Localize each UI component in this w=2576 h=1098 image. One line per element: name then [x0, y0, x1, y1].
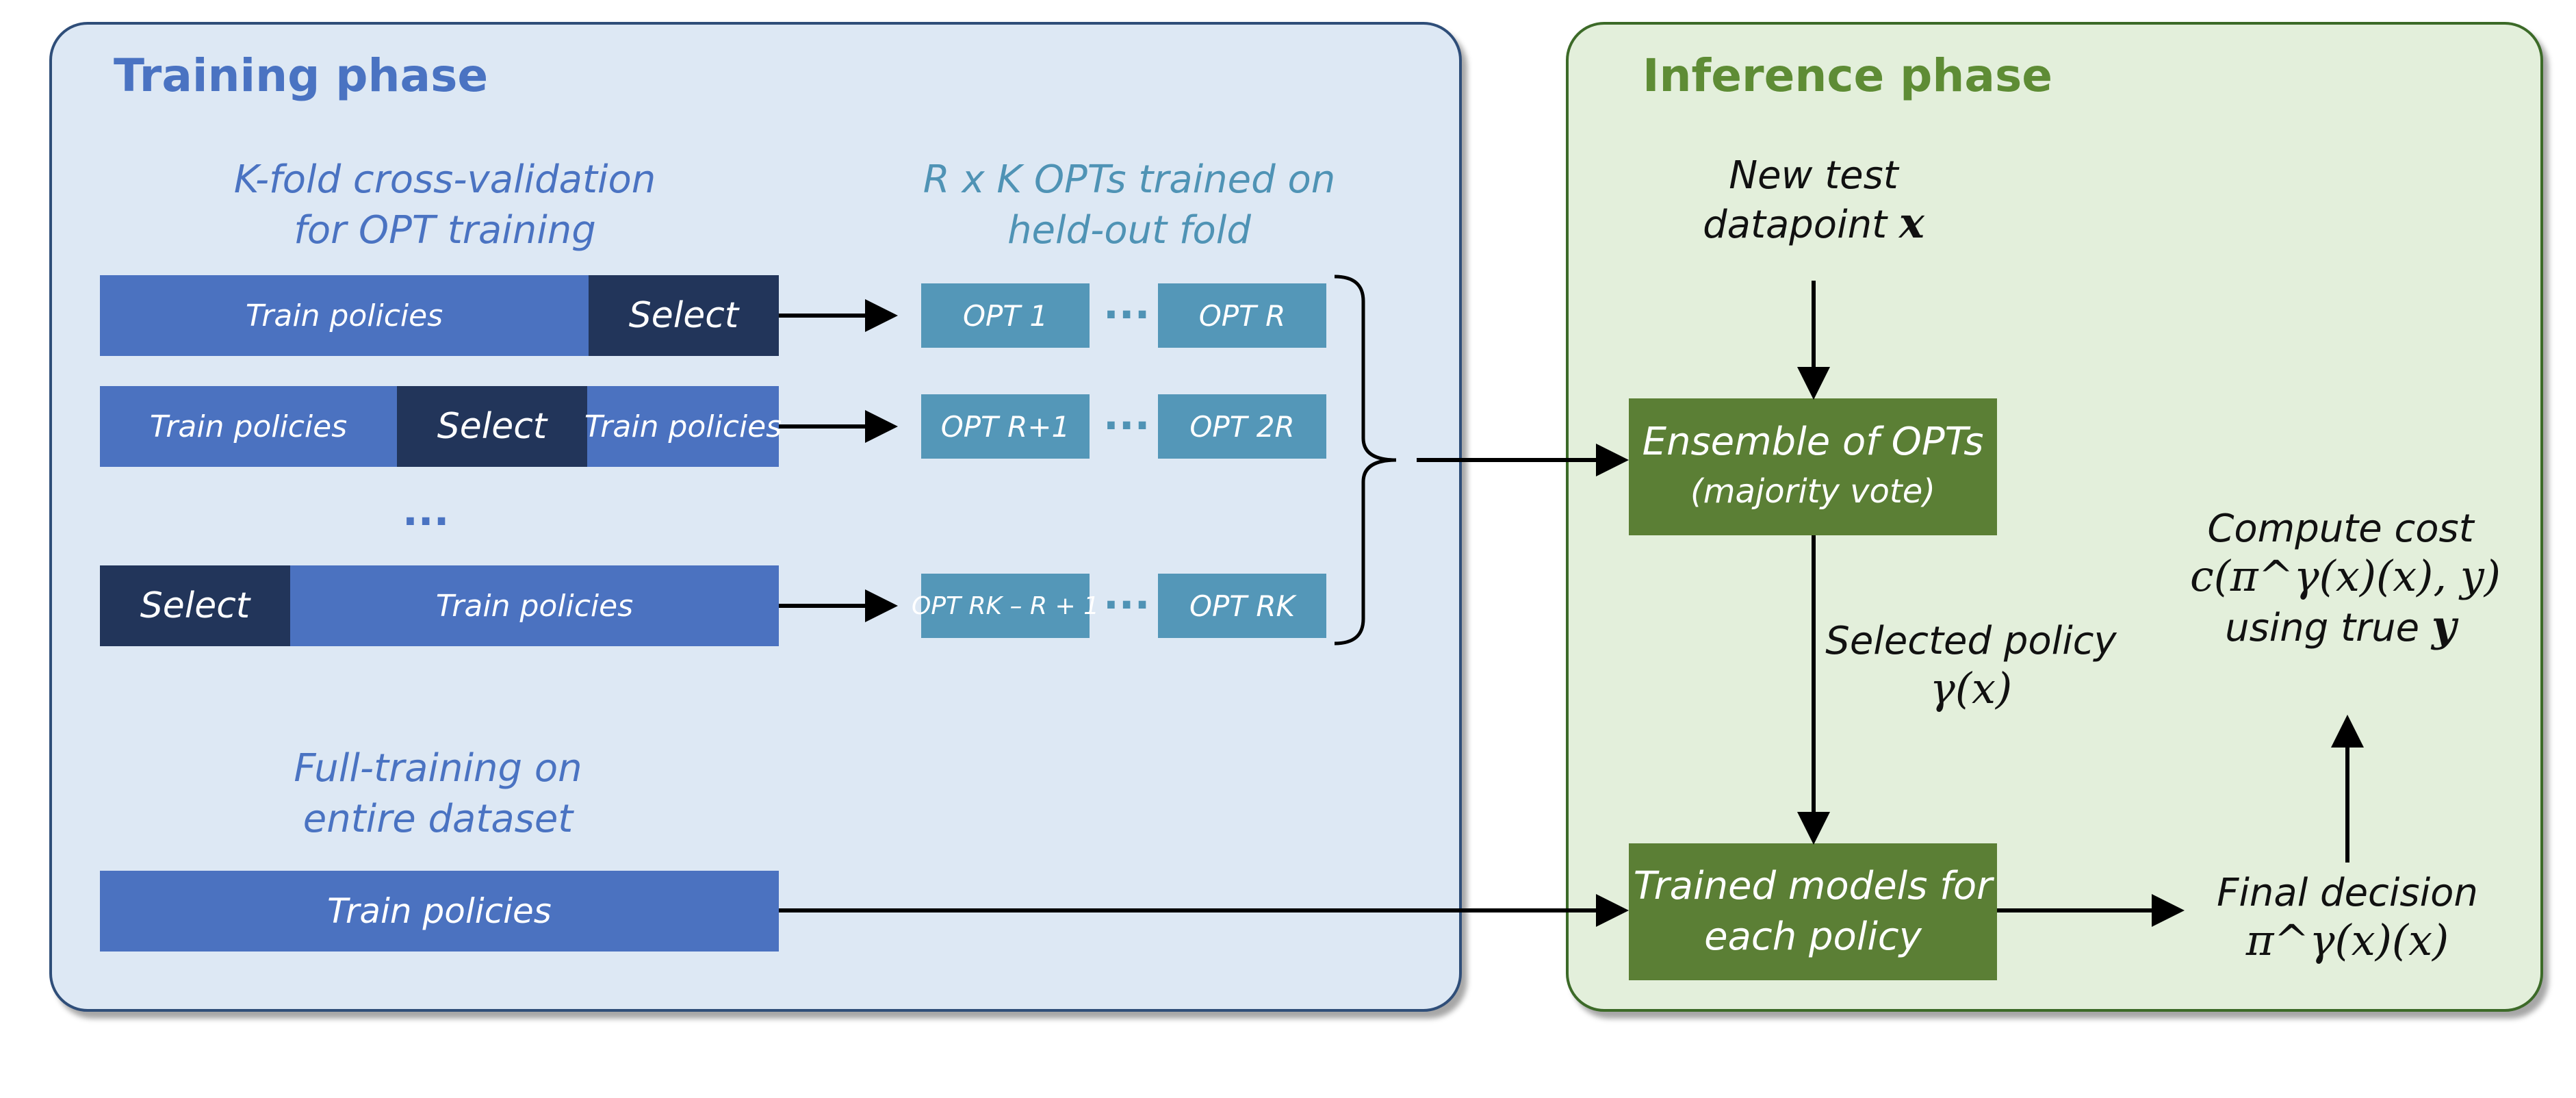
datapoint-line: datapoint [1703, 203, 1888, 247]
training-phase-panel [49, 22, 1462, 1012]
using-true-text: using true [2225, 606, 2420, 650]
opt-ellipsis: ... [1103, 392, 1150, 439]
curly-brace [1334, 274, 1397, 646]
opt-box: OPT R [1158, 283, 1326, 348]
final-decision-text: Final decision [2217, 871, 2478, 915]
select-fold-bar: Select [397, 386, 587, 467]
ensemble-label: Ensemble of OPTs [1642, 420, 1984, 464]
opt-box: OPT R+1 [921, 394, 1090, 459]
final-decision-label: Final decision π^γ(x)(x) [2204, 871, 2491, 965]
compute-cost-text: Compute cost [2207, 507, 2474, 551]
selected-policy-label: Selected policy γ(x) [1820, 619, 2122, 713]
inference-phase-title: Inference phase [1643, 49, 2052, 102]
train-policies-bar: Train policies [290, 565, 779, 646]
final-math: π^γ(x)(x) [2245, 915, 2449, 965]
select-fold-bar: Select [589, 275, 779, 356]
opt-box: OPT 1 [921, 283, 1090, 348]
full-train-policies-bar: Train policies [100, 871, 779, 952]
opt-ellipsis: ... [1103, 571, 1150, 619]
gamma-x-math: γ(x) [1929, 663, 2013, 713]
cost-math: c(π^γ(x)(x), y) [2190, 551, 2501, 601]
training-phase-title: Training phase [114, 49, 489, 102]
full-training-heading: Full-training on entire dataset [294, 746, 582, 841]
train-policies-bar: Train policies [100, 386, 397, 467]
selected-policy-text: Selected policy [1825, 619, 2117, 663]
select-fold-bar: Select [100, 565, 290, 646]
x-symbol: x [1898, 198, 1924, 248]
trained-models-box: Trained models for each policy [1629, 843, 1997, 980]
opt-box: OPT RK – R + 1 [912, 574, 1099, 638]
opt-box: OPT RK [1158, 574, 1326, 638]
rows-ellipsis: ... [402, 487, 450, 535]
train-policies-bar: Train policies [100, 275, 589, 356]
y-symbol: y [2431, 601, 2456, 651]
kfold-heading: K-fold cross-validation for OPT training [233, 157, 656, 253]
new-test-line: New test [1729, 153, 1898, 198]
train-policies-bar: Train policies [584, 386, 782, 467]
majority-vote-label: (majority vote) [1690, 472, 1935, 511]
compute-cost-label: Compute cost c(π^γ(x)(x), y) using true … [2190, 507, 2501, 651]
ensemble-of-opts-box: Ensemble of OPTs (majority vote) [1629, 398, 1997, 535]
opt-box: OPT 2R [1158, 394, 1326, 459]
new-test-datapoint-label: New test datapoint x [1670, 153, 1957, 248]
opt-heading: R x K OPTs trained on held-out fold [923, 157, 1336, 253]
opt-ellipsis: ... [1103, 281, 1150, 329]
